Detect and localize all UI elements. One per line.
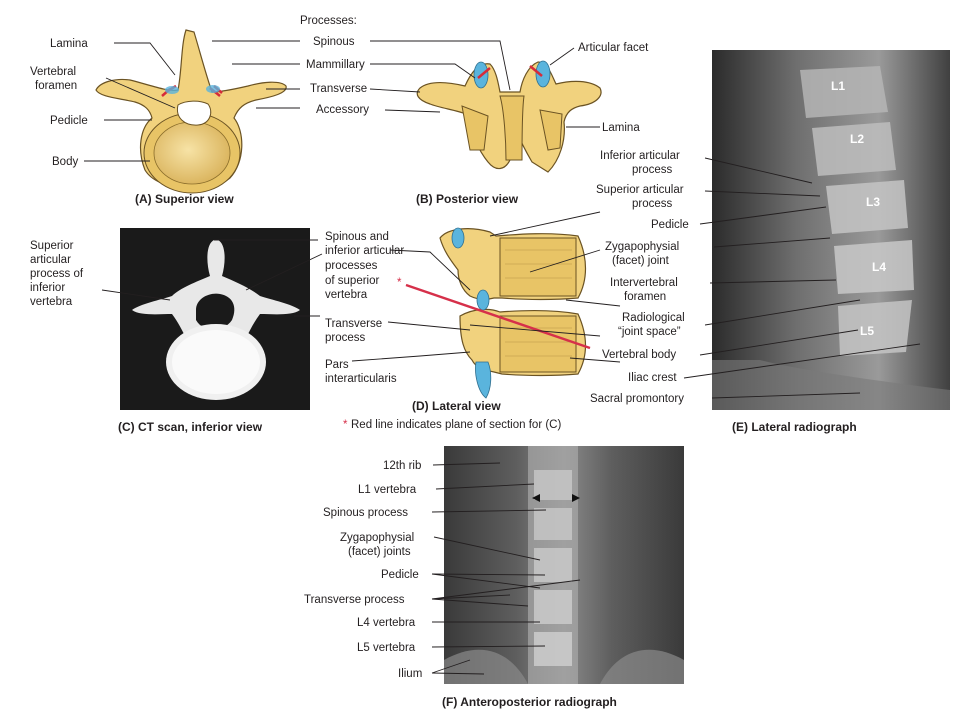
vertebra-superior-illustration [95, 29, 287, 194]
label-lamina: Lamina [50, 38, 88, 50]
footnote-text: Red line indicates plane of section for … [351, 419, 561, 431]
label-superior-articular-e: Superior articular [596, 184, 684, 196]
label-articular-facet: Articular facet [578, 42, 649, 54]
label-c-line-2: articular [30, 254, 71, 266]
caption-b: (B) Posterior view [416, 192, 519, 206]
vertebra-posterior-illustration [416, 60, 602, 173]
label-radiological: Radiological [622, 312, 685, 324]
label-vertebra-d: vertebra [325, 289, 368, 301]
label-inferior-articular: inferior articular [325, 245, 404, 257]
panel-d-lateral-view: Spinous and inferior articular processes… [214, 227, 591, 431]
label-joint-space: “joint space” [618, 326, 681, 338]
label-c-line-5: vertebra [30, 296, 73, 308]
label-zygapophysial-e: Zygapophysial [605, 241, 679, 253]
label-c-line-4: inferior [30, 282, 65, 294]
level-l2: L2 [850, 132, 864, 146]
label-pars: Pars [325, 359, 349, 371]
label-of-superior: of superior [325, 275, 380, 287]
label-process-e-2: process [632, 198, 673, 210]
label-processes-heading: Processes: [300, 15, 357, 27]
label-body: Body [52, 156, 78, 168]
footnote-asterisk: * [343, 419, 348, 431]
panel-a-leader-lines [84, 42, 176, 162]
label-spinous-and: Spinous and [325, 231, 389, 243]
ct-left-label: Superior articular process of inferior v… [30, 240, 84, 308]
label-vertebral-body: Vertebral body [602, 349, 676, 361]
label-vertebral: Vertebral [30, 66, 76, 78]
label-transverse-process-f: Transverse process [304, 594, 405, 606]
panel-f-ap-radiograph: 12th rib L1 vertebra Spinous process Zyg… [304, 446, 684, 709]
panel-d-leader-lines [214, 239, 471, 362]
panel-a-superior-view: Lamina Vertebral foramen Pedicle Body (A… [30, 29, 287, 206]
label-c-line-3: process of [30, 268, 84, 280]
label-inferior-articular-e: Inferior articular [600, 150, 680, 162]
label-processes: processes [325, 260, 378, 272]
label-accessory: Accessory [316, 104, 369, 116]
label-process-e-1: process [632, 164, 673, 176]
label-l4-vertebra: L4 vertebra [357, 617, 416, 629]
panel-e-lateral-radiograph: L1 L2 L3 L4 L5 Inferior articular proces… [469, 50, 950, 434]
label-l5-vertebra: L5 vertebra [357, 642, 416, 654]
label-c-line-1: Superior [30, 240, 74, 252]
label-iliac-crest: Iliac crest [628, 372, 677, 384]
level-l4: L4 [872, 260, 886, 274]
label-pedicle: Pedicle [50, 115, 88, 127]
level-l3: L3 [866, 195, 880, 209]
label-foramen: foramen [35, 80, 77, 92]
panel-b-leader-lines [212, 40, 600, 128]
ap-spine-column [444, 446, 684, 684]
label-spinous-process-f: Spinous process [323, 507, 408, 519]
level-l5: L5 [860, 324, 874, 338]
vertebrae-lateral-illustration [439, 227, 587, 399]
caption-c: (C) CT scan, inferior view [118, 420, 263, 434]
level-l1: L1 [831, 79, 845, 93]
section-asterisk: * [397, 277, 402, 289]
ct-vertebra-shape [132, 240, 300, 400]
label-pedicle-f: Pedicle [381, 569, 419, 581]
caption-d: (D) Lateral view [412, 399, 501, 413]
label-intervertebral: Intervertebral [610, 277, 678, 289]
caption-a: (A) Superior view [135, 192, 234, 206]
label-foramen-e: foramen [624, 291, 666, 303]
panel-e-leader-lines [469, 157, 921, 399]
section-plane-line [405, 283, 591, 350]
label-spinous: Spinous [313, 36, 355, 48]
label-transverse: Transverse [310, 83, 367, 95]
panel-b-posterior-view: Processes: Spinous Mammillary Transverse… [212, 15, 649, 206]
label-zygapophysial-f: Zygapophysial [340, 532, 414, 544]
label-l1-vertebra: L1 vertebra [358, 484, 417, 496]
label-facet-joint-e: (facet) joint [612, 255, 670, 267]
label-pedicle-e: Pedicle [651, 219, 689, 231]
caption-f: (F) Anteroposterior radiograph [442, 695, 617, 709]
caption-e: (E) Lateral radiograph [732, 420, 857, 434]
panel-f-leader-lines [431, 462, 581, 675]
label-12th-rib: 12th rib [383, 460, 421, 472]
label-ilium: Ilium [398, 668, 422, 680]
radiograph-vertebral-bodies [712, 66, 950, 410]
label-transverse-d: Transverse [325, 318, 382, 330]
label-process-d: process [325, 332, 366, 344]
label-lamina-b: Lamina [602, 122, 640, 134]
label-facet-joints-f: (facet) joints [348, 546, 411, 558]
label-mammillary: Mammillary [306, 59, 365, 71]
label-sacral-promontory: Sacral promontory [590, 393, 684, 405]
panel-c-ct-scan: Superior articular process of inferior v… [30, 228, 310, 434]
label-interarticularis: interarticularis [325, 373, 397, 385]
